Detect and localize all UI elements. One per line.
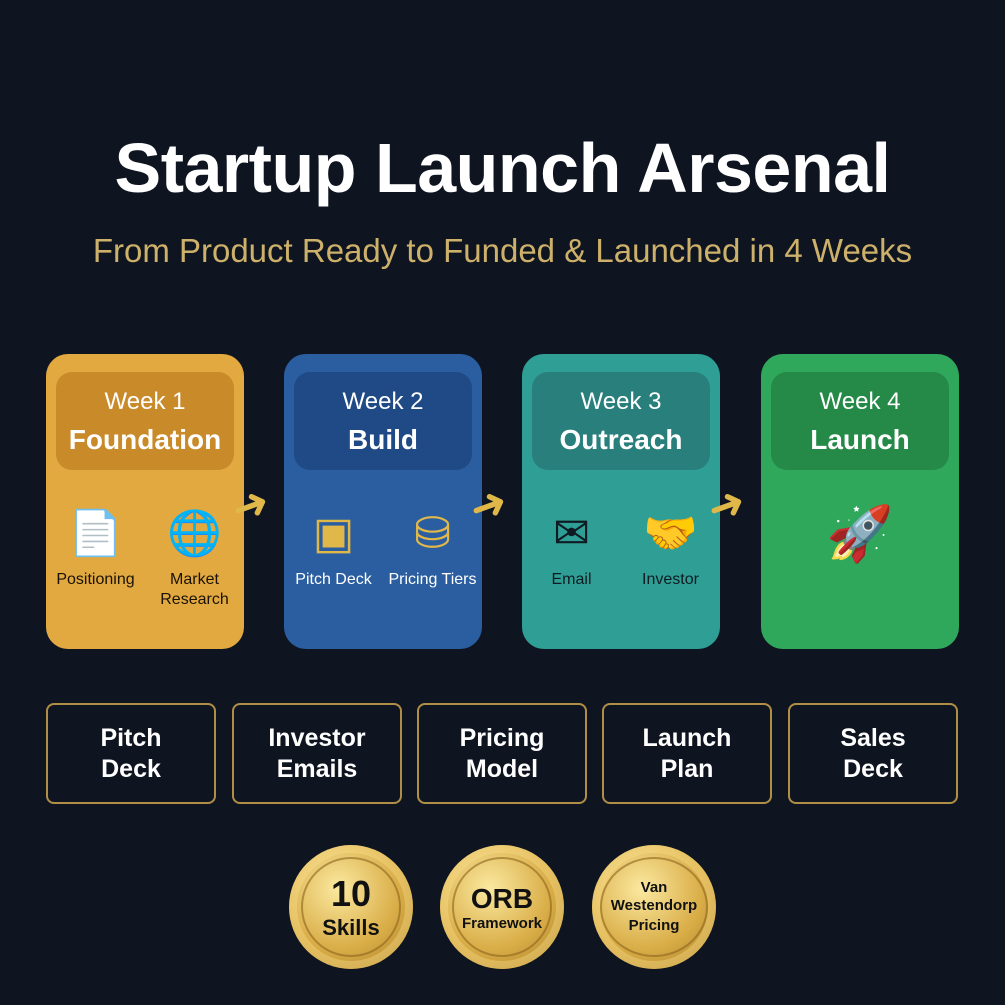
week-label: Week 3	[580, 388, 662, 415]
output-launch-plan: Launch Plan	[602, 703, 772, 804]
badge-top: ORB	[470, 882, 534, 914]
week-name: Launch	[810, 424, 910, 455]
week-4-card: Week 4 Launch 🚀	[761, 354, 959, 649]
rocket-icon: 🚀	[826, 504, 894, 564]
presentation-icon: ▣	[312, 509, 355, 558]
item-label: Market Research	[160, 571, 229, 608]
item-label: Pricing Tiers	[388, 571, 477, 588]
output-pitch-deck: Pitch Deck	[46, 703, 216, 804]
item-label: Investor	[642, 571, 699, 588]
badge-top: 10	[330, 873, 372, 914]
week-3-card: Week 3 Outreach ✉ Email 🤝 Investor	[522, 354, 720, 649]
envelope-icon: ✉	[553, 509, 590, 558]
badge-bottom: Skills	[322, 915, 380, 940]
week-1-card: Week 1 Foundation 📄 Positioning 🌐 Market Re…	[46, 354, 244, 649]
badge-bottom: Westendorp Pricing	[610, 896, 698, 934]
output-pricing-model: Pricing Model	[417, 703, 587, 804]
page-title: Startup Launch Arsenal	[114, 129, 892, 207]
item-label: Pitch Deck	[295, 571, 372, 588]
week-name: Outreach	[559, 424, 683, 455]
page-subtitle: From Product Ready to Funded & Launched …	[92, 232, 913, 269]
output-sales-deck: Sales Deck	[788, 703, 958, 804]
week-label: Week 2	[342, 388, 424, 415]
week-name: Build	[348, 424, 418, 455]
week-label: Week 1	[104, 388, 186, 415]
coins-icon: ⛁	[414, 509, 451, 558]
handshake-icon: 🤝	[643, 509, 698, 558]
item-label: Email	[551, 571, 592, 588]
week-name: Foundation	[68, 424, 222, 455]
output-investor-emails: Investor Emails	[232, 703, 402, 804]
badge-bottom: Framework	[461, 914, 543, 932]
week-2-card: Week 2 Build ▣ Pitch Deck ⛁ Pricing Tiers	[284, 354, 482, 649]
globe-search-icon: 🌐	[167, 509, 222, 558]
target-document-icon: 📄	[68, 509, 123, 558]
badge-top: Van	[640, 878, 668, 896]
week-label: Week 4	[819, 388, 901, 415]
item-label: Positioning	[56, 571, 135, 588]
